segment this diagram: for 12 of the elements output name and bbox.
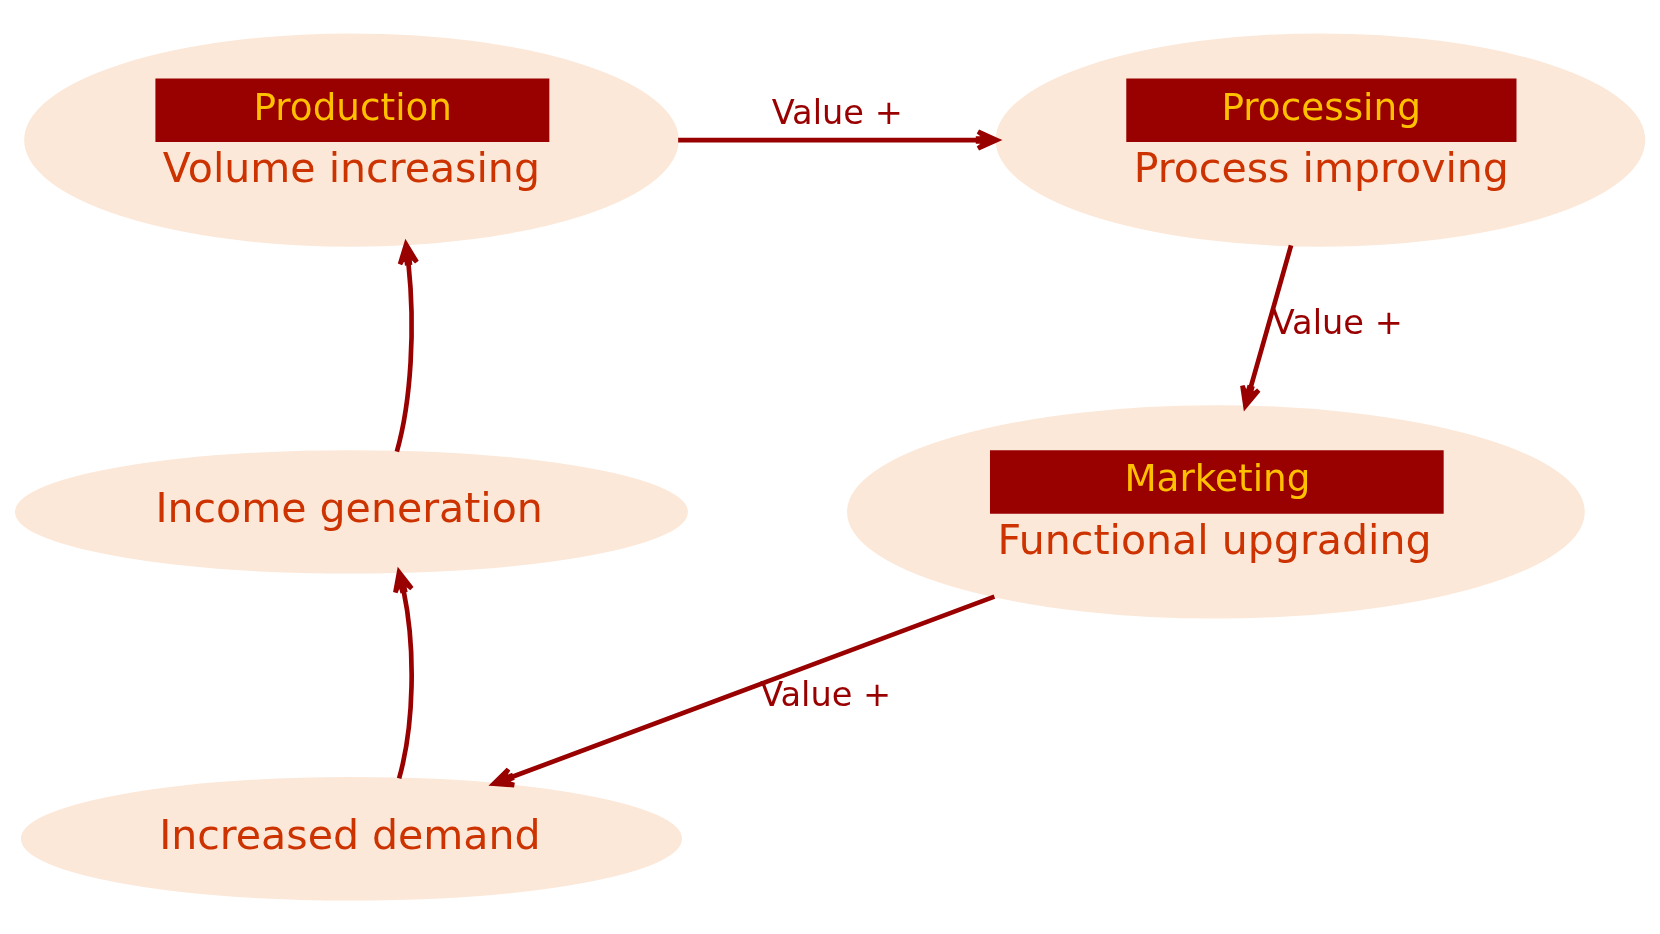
node-ellipse: Marketing Functional upgrading — [847, 405, 1585, 619]
node-ellipse: Income generation — [15, 450, 688, 574]
edge-label: Value + — [1271, 303, 1403, 343]
node-ellipse: Processing Process improving — [995, 33, 1646, 247]
arrow — [678, 129, 1000, 151]
node-ellipse: Production Volume increasing — [24, 33, 679, 247]
edge-label: Value + — [771, 93, 903, 133]
arrow — [1240, 244, 1294, 409]
arrow — [393, 569, 414, 779]
node-ellipse: Increased demand — [20, 777, 682, 901]
arrow — [491, 594, 996, 788]
edge-label: Value + — [760, 675, 892, 715]
